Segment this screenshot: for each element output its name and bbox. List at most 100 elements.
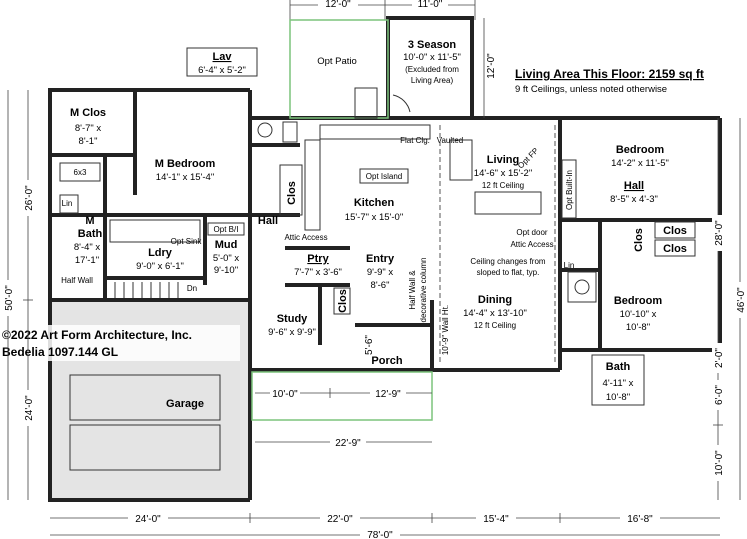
opt-built-in-label: Opt Built-In [565, 170, 574, 210]
half-wall-garage-label: Half Wall [61, 276, 93, 285]
ptry-size: 7'-7" x 3'-6" [294, 267, 342, 278]
porch-dim-left: 10'-0" [272, 389, 298, 400]
garage-label: Garage [166, 398, 204, 410]
dining-wall-height: 10'-9" Wall Ht. [441, 305, 450, 355]
six-by-three-label: 6x3 [74, 168, 87, 177]
m-bath-label-1: M [85, 215, 94, 227]
right-dim-2: 2'-0" [714, 348, 725, 368]
top-dim-three-season: 11'-0" [418, 0, 443, 10]
decorative-column-label: decorative column [419, 258, 428, 323]
bottom-dimensions: 24'-0" 22'-0" 15'-4" 16'-8" 78'-0" [50, 512, 720, 539]
dining-ceiling: 12 ft Ceiling [474, 321, 516, 330]
bath-size-1: 4'-11" x [603, 378, 634, 389]
study-size: 9'-6" x 9'-9" [268, 327, 316, 338]
m-bath-size-1: 8'-4" x [74, 242, 101, 253]
left-dimensions: 50'-0" 26'-0" 24'-0" [2, 90, 35, 500]
info-block: Living Area This Floor: 2159 sq ft 9 ft … [515, 67, 704, 95]
kitchen-size: 15'-7" x 15'-0" [345, 212, 403, 223]
ptry-label: Ptry [307, 253, 329, 265]
clos-right-1-label: Clos [663, 225, 687, 237]
hall-left-label: Hall [258, 215, 278, 227]
bottom-dim-center: 22'-0" [327, 514, 353, 525]
kitchen-area: Opt Island Kitchen 15'-7" x 15'-0" Flat … [268, 124, 463, 345]
m-bath-label-2: Bath [78, 228, 103, 240]
m-bedroom-size: 14'-1" x 15'-4" [156, 172, 214, 183]
mud-size-1: 5'-0" x [213, 253, 240, 264]
m-clos-size-2: 8'-1" [79, 136, 98, 147]
m-clos-label: M Clos [70, 107, 106, 119]
left-dim-upper: 26'-0" [24, 185, 35, 211]
lin-left-label: Lin [62, 199, 73, 208]
flat-clg-label: Flat Clg. [400, 136, 430, 145]
mud-size-2: 9'-10" [214, 265, 238, 276]
opt-sink-label: Opt Sink [171, 237, 203, 246]
hall-right-label: Hall [624, 180, 644, 192]
attic-access-left: Attic Access [284, 233, 327, 242]
bottom-dim-dining: 15'-4" [483, 514, 509, 525]
hall-right-size: 8'-5" x 4'-3" [610, 194, 658, 205]
three-season-note-1: (Excluded from [405, 65, 459, 74]
porch-dim-total: 22'-9" [335, 438, 361, 449]
opt-bi-label: Opt B/I [214, 225, 239, 234]
dining-label: Dining [478, 294, 512, 306]
living-label: Living [487, 154, 519, 166]
copyright-block: ©2022 Art Form Architecture, Inc. Bedeli… [0, 325, 240, 361]
ceilings-text: 9 ft Ceilings, unless noted otherwise [515, 84, 667, 95]
mud-label: Mud [215, 239, 238, 251]
entry-size-2: 8'-6" [371, 280, 390, 291]
three-season-label: 3 Season [408, 39, 457, 51]
m-bath-size-2: 17'-1" [75, 255, 99, 266]
top-dim-patio: 12'-0" [325, 0, 351, 10]
three-season-area: Opt Patio 3 Season 10'-0" x 11'-5" (Excl… [289, 16, 497, 120]
patio-depth-dim: 12'-0" [486, 53, 497, 79]
ldry-size: 9'-0" x 6'-1" [136, 261, 184, 272]
laundry-mud: Ldry 9'-0" x 6'-1" Opt Sink Opt B/I Mud … [61, 164, 303, 298]
right-dim-total: 46'-0" [736, 287, 747, 313]
right-dim-upper: 28'-0" [714, 220, 725, 246]
clos-left-label: Clos [286, 181, 298, 205]
lin-right-label: Lin [564, 261, 575, 270]
bottom-dim-right: 16'-8" [627, 514, 653, 525]
clos-right-2-label: Clos [663, 243, 687, 255]
right-dim-10: 10'-0" [714, 450, 725, 476]
living-area-text: Living Area This Floor: 2159 sq ft [515, 67, 704, 81]
three-season-note-2: Living Area) [411, 76, 454, 85]
porch-dim-right: 12'-9" [375, 389, 401, 400]
lav: Lav 6'-4" x 5'-2" [186, 47, 300, 147]
bedroom2-size-2: 10'-8" [626, 322, 650, 333]
opt-fp-label: Opt FP [516, 146, 540, 170]
right-wing: Opt Built-In Bedroom 14'-2" x 11'-5" Hal… [558, 124, 720, 406]
right-dimensions: 46'-0" 28'-0" 2'-0" 6'-0" 10'-0" [712, 118, 747, 500]
attic-access-right: Attic Access [510, 240, 553, 249]
clos-right-3-label: Clos [633, 228, 645, 252]
ceiling-change-2: sloped to flat, typ. [477, 268, 540, 277]
right-dim-6: 6'-0" [714, 385, 725, 405]
plan-name-text: Bedelia 1097.144 GL [2, 345, 118, 359]
left-dim-lower: 24'-0" [24, 395, 35, 421]
opt-island-label: Opt Island [366, 172, 402, 181]
bedroom2-label: Bedroom [614, 295, 663, 307]
left-dim-total: 50'-0" [4, 285, 15, 311]
ceiling-change-1: Ceiling changes from [470, 257, 545, 266]
dn-label: Dn [187, 284, 197, 293]
m-clos-size-1: 8'-7" x [75, 123, 102, 134]
ldry-label: Ldry [148, 247, 173, 259]
opt-door-label: Opt door [516, 228, 547, 237]
clos-study-label: Clos [337, 289, 349, 313]
study-label: Study [277, 313, 308, 325]
bottom-dim-garage: 24'-0" [135, 514, 161, 525]
lav-label: Lav [213, 51, 233, 63]
opt-patio-label: Opt Patio [317, 56, 357, 67]
kitchen-label: Kitchen [354, 197, 395, 209]
bedroom1-label: Bedroom [616, 144, 665, 156]
bath-size-2: 10'-8" [606, 392, 630, 403]
three-season-size: 10'-0" x 11'-5" [403, 52, 461, 63]
bedroom2-size-1: 10'-10" x [620, 309, 657, 320]
copyright-text: ©2022 Art Form Architecture, Inc. [2, 328, 192, 342]
dining-size: 14'-4" x 13'-10" [463, 308, 527, 319]
bedroom1-size: 14'-2" x 11'-5" [611, 158, 669, 169]
bath-label: Bath [606, 361, 631, 373]
bottom-dim-total: 78'-0" [367, 530, 393, 539]
living-size: 14'-6" x 15'-2" [474, 168, 532, 179]
